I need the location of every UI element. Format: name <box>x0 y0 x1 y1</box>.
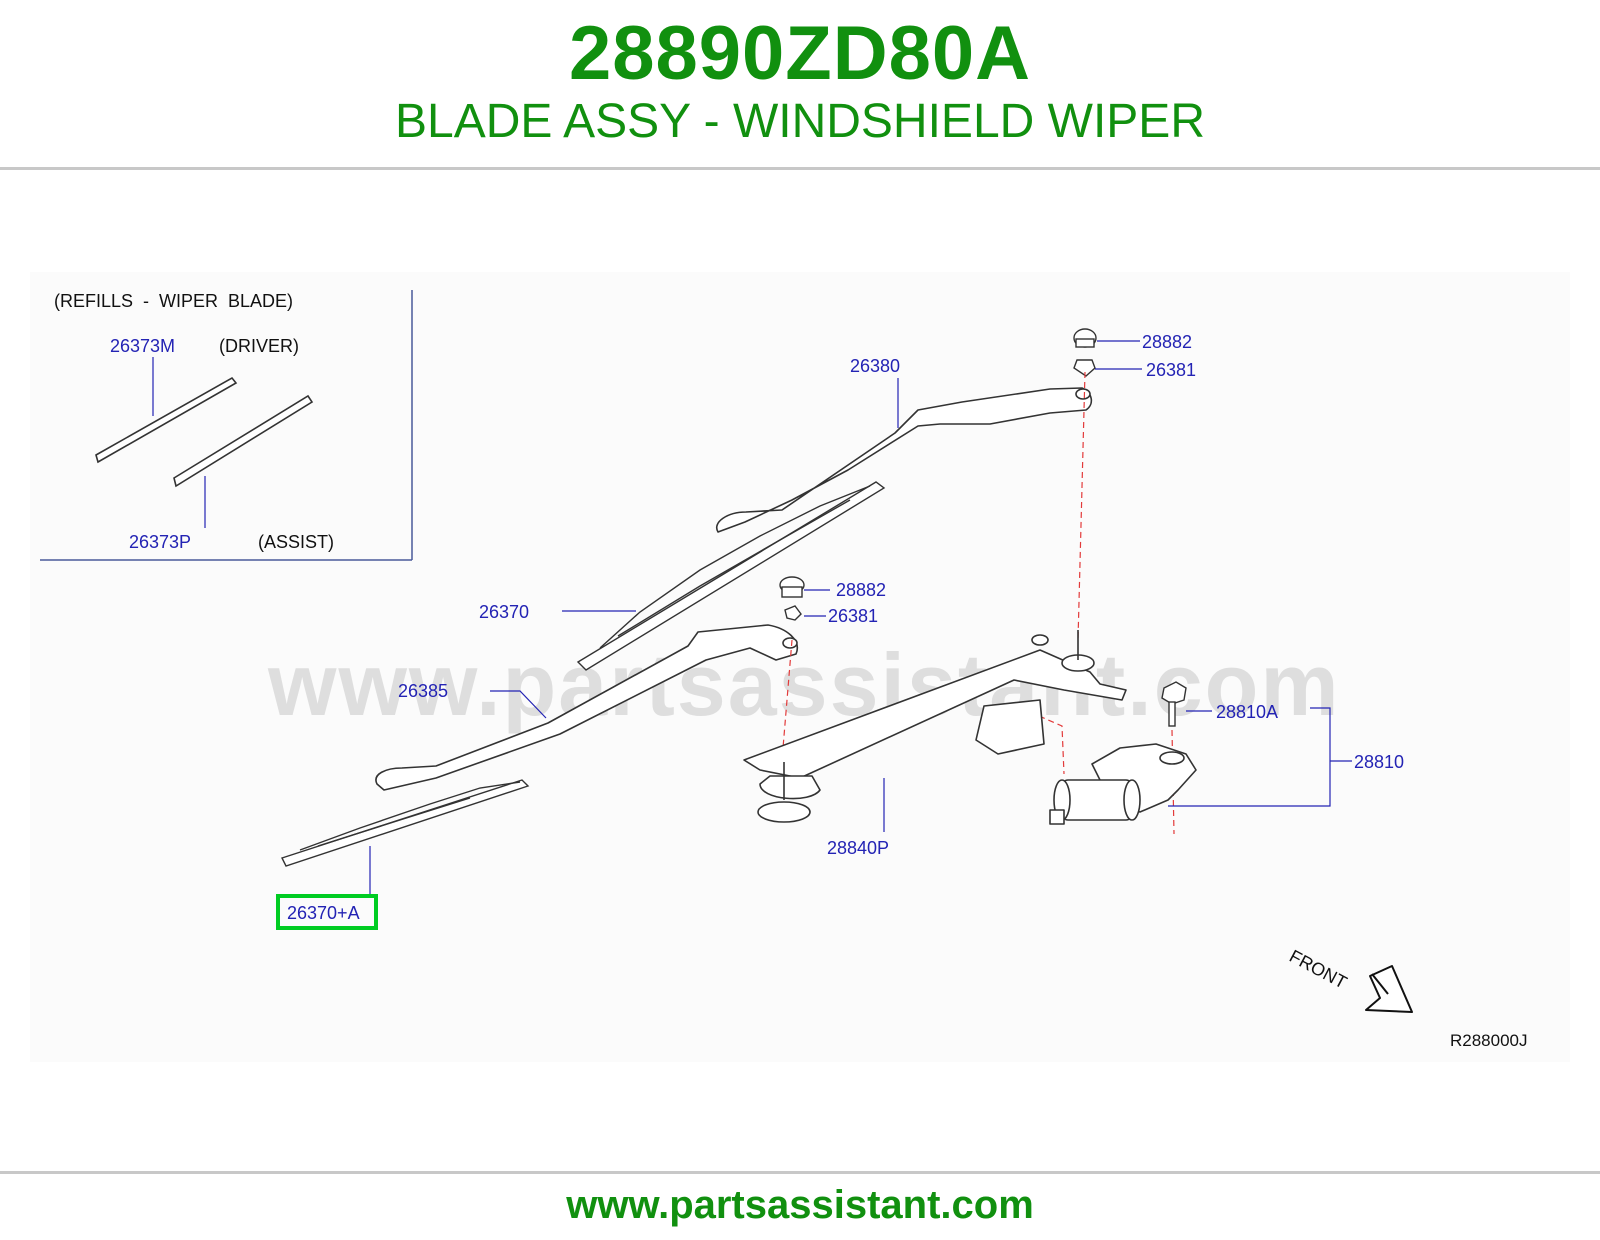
callout-26370: 26370 <box>479 602 529 622</box>
wiper-blade-driver <box>576 481 886 671</box>
callout-28882-top: 28882 <box>1142 332 1192 352</box>
callout-28810: 28810 <box>1354 752 1404 772</box>
callout-26373p: 26373P <box>129 532 191 552</box>
wiper-blade-assist <box>281 779 530 867</box>
callout-leaders <box>369 340 1352 896</box>
front-arrow-icon <box>1365 965 1413 1013</box>
callout-26370-a[interactable]: 26370+A <box>287 903 360 923</box>
parts-diagram: www.partsassistant.com <box>30 272 1570 1062</box>
callout-26373m: 26373M <box>110 336 175 356</box>
wiper-linkage <box>743 630 1127 823</box>
header-divider <box>0 167 1600 170</box>
header: 28890ZD80A BLADE ASSY - WINDSHIELD WIPER <box>0 0 1600 168</box>
inset-assist-label: (ASSIST) <box>258 532 334 552</box>
inset-labels: (REFILLS - WIPER BLADE) 26373M (DRIVER) … <box>54 291 334 552</box>
footer-divider <box>0 1171 1600 1174</box>
callout-28810a: 28810A <box>1216 702 1278 722</box>
cap-nut-mid <box>779 576 805 621</box>
refill-strips <box>95 376 314 488</box>
wiper-arm-driver <box>715 387 1093 533</box>
highlight-box <box>276 894 378 930</box>
inset-driver-label: (DRIVER) <box>219 336 299 356</box>
reference-code: R288000J <box>1450 1031 1528 1050</box>
part-number-title: 28890ZD80A <box>568 11 1032 96</box>
callout-26381-mid: 26381 <box>828 606 878 626</box>
inset-leaders <box>152 357 206 528</box>
front-arrow-shaft <box>1371 973 1389 995</box>
callout-26381-top: 26381 <box>1146 360 1196 380</box>
callout-26385: 26385 <box>398 681 448 701</box>
bolt <box>1161 681 1187 727</box>
inset-title: (REFILLS - WIPER BLADE) <box>54 291 293 311</box>
watermark-text: www.partsassistant.com <box>267 635 1341 734</box>
callout-26380: 26380 <box>850 356 900 376</box>
callout-28840p: 28840P <box>827 838 889 858</box>
cap-nut-top <box>1073 328 1097 377</box>
wiper-arm-assist <box>375 624 799 791</box>
callout-labels: 26380 28882 26381 26370 28882 26381 2638… <box>398 332 1404 858</box>
part-name-subtitle: BLADE ASSY - WINDSHIELD WIPER <box>395 95 1205 148</box>
diagram-panel <box>30 272 1570 1062</box>
callout-28882-mid: 28882 <box>836 580 886 600</box>
wiper-motor <box>1049 743 1197 825</box>
inset-box <box>40 290 413 561</box>
footer-url-link[interactable]: www.partsassistant.com <box>566 1183 1034 1227</box>
